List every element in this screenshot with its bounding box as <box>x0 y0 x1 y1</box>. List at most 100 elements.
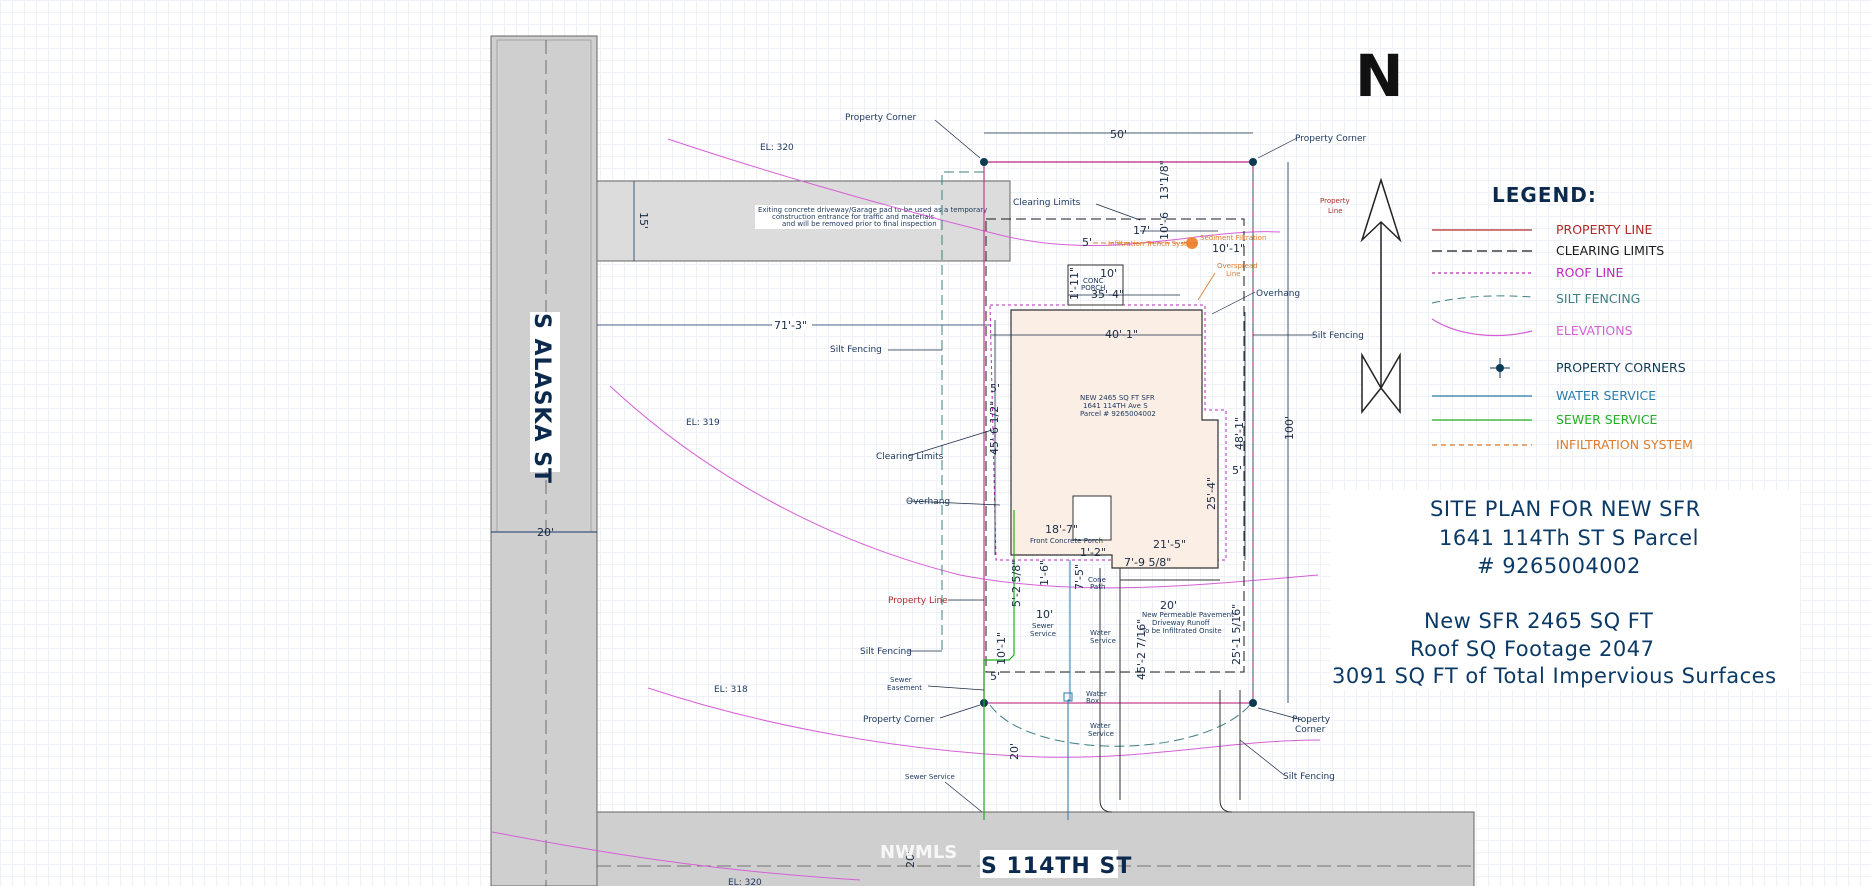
dim-10-top: 10' <box>1100 267 1117 280</box>
label-clearing-limits-left: Clearing Limits <box>876 452 944 462</box>
porch-label: Front Concrete Porch <box>1030 537 1103 545</box>
north-arrow <box>1360 177 1402 415</box>
title-line-1: SITE PLAN FOR NEW SFR <box>1430 497 1701 521</box>
dim-5-right: 5' <box>1232 464 1242 477</box>
water-service-b1: Water <box>1090 722 1111 730</box>
conc-label-2: PORCH <box>1081 284 1105 292</box>
dim-45-6: 45'-6 1/2" <box>988 401 1001 455</box>
elev-318: EL: 318 <box>714 685 748 695</box>
sediment-filtration-marker <box>1186 237 1198 249</box>
dim-5-2: 5'-2 5/8" <box>1010 560 1023 607</box>
legend-title: LEGEND: <box>1492 183 1597 207</box>
water-box-1: Water <box>1086 690 1107 698</box>
house-footprint <box>1010 309 1219 569</box>
dim-20-street: 20' <box>904 851 917 868</box>
pavement-label-1: New Permeable Pavement <box>1142 611 1234 619</box>
title-line-5: Roof SQ Footage 2047 <box>1410 637 1654 661</box>
clearing-limits <box>985 218 1245 673</box>
label-overhang-left: Overhang <box>906 497 950 507</box>
s114-street <box>596 811 1475 886</box>
title-line-4: New SFR 2465 SQ FT <box>1424 609 1653 633</box>
dim-10-1: 10'-1" <box>1212 242 1245 255</box>
alaska-street-label: S ALASKA ST <box>529 313 554 484</box>
sediment-filtration-label: Sediment Filtration <box>1200 234 1266 242</box>
label-silt-fencing-left: Silt Fencing <box>830 345 882 355</box>
dim-5-bottom: 5' <box>990 670 1000 683</box>
sewer-service-1: Sewer <box>1032 622 1054 630</box>
dim-20-bottom: 20' <box>1008 743 1021 760</box>
roof-line <box>989 304 1227 561</box>
title-line-2: 1641 114Th ST S Parcel <box>1439 526 1699 550</box>
alaska-street <box>490 35 598 886</box>
label-property-corner-tl: Property Corner <box>845 113 917 123</box>
sewer-service-2: Service <box>1030 630 1056 638</box>
elev-319: EL: 319 <box>686 418 720 428</box>
dim-50: 50' <box>1110 128 1127 141</box>
dim-48-1: 48'-1" <box>1233 417 1246 450</box>
dim-17: 17' <box>1133 224 1150 237</box>
dim-40-1: 40'-1" <box>1105 328 1138 341</box>
sewer-service-line <box>983 510 1015 820</box>
label-property-corner-br-1: Property <box>1292 715 1331 725</box>
title-line-3: # 9265004002 <box>1477 554 1641 578</box>
dim-71-3: 71'-3" <box>774 319 807 332</box>
label-property-line-right-1: Property <box>1320 197 1350 205</box>
dim-1-6: 1'-6" <box>1038 560 1051 586</box>
dim-5-left: 5' <box>990 382 1000 395</box>
dim-13-18: 13'1/8" <box>1158 160 1171 200</box>
legend-label-clearing-limits: CLEARING LIMITS <box>1556 243 1664 258</box>
label-sewer-easement-1: Sewer <box>890 676 912 684</box>
label-property-corner-br-2: Corner <box>1295 725 1326 735</box>
dim-10-mid: 10' <box>1036 608 1053 621</box>
water-box-2: Box <box>1086 697 1099 705</box>
dim-25-4: 25'-4" <box>1205 477 1218 510</box>
driveway-note-1: Exiting concrete driveway/Garage pad to … <box>758 206 987 214</box>
label-property-line-left: Property Line <box>888 596 948 606</box>
water-service-2: Service <box>1090 637 1116 645</box>
driveway-note-3: and will be removed prior to final inspe… <box>782 220 937 228</box>
legend-symbol-elevations <box>1431 318 1533 337</box>
legend-label-elevations: ELEVATIONS <box>1556 323 1633 338</box>
dim-10-6: 10'-6 <box>1158 212 1171 240</box>
label-silt-fencing-left2: Silt Fencing <box>860 647 912 657</box>
dim-100: 100' <box>1283 416 1296 440</box>
s114-street-label: S 114TH ST <box>981 854 1132 879</box>
legend-label-infiltration-system: INFILTRATION SYSTEM <box>1556 437 1693 452</box>
legend-label-silt-fencing: SILT FENCING <box>1556 291 1640 306</box>
dim-10-1b: 10'-1" <box>995 632 1008 665</box>
dim-15: 15' <box>637 212 650 229</box>
label-silt-fencing-right: Silt Fencing <box>1312 331 1364 341</box>
label-sewer-service-bottom: Sewer Service <box>905 773 955 781</box>
alaska-label-bg <box>530 312 560 472</box>
label-property-line-right-2: Line <box>1328 207 1343 215</box>
legend-label-property-line: PROPERTY LINE <box>1556 222 1653 237</box>
legend-symbol-silt-fencing <box>1431 295 1533 304</box>
water-service-1: Water <box>1090 629 1111 637</box>
overspread-label-2: Line <box>1226 270 1241 278</box>
title-line-6: 3091 SQ FT of Total Impervious Surfaces <box>1332 664 1777 688</box>
cone-label-1: Cone <box>1088 576 1106 584</box>
dim-7-5: 7'-5" <box>1073 564 1086 590</box>
dim-21-5: 21'-5" <box>1153 538 1186 551</box>
dim-1-2: 1'-2" <box>1080 546 1106 559</box>
north-letter: N <box>1355 42 1404 110</box>
label-property-corner-bl: Property Corner <box>863 715 935 725</box>
cone-label-2: Path <box>1090 583 1105 591</box>
dim-7-9: 7'-9 5/8" <box>1124 556 1171 569</box>
driveway-note-2: construction entrance for traffic and ma… <box>772 213 934 221</box>
label-sewer-easement-2: Easement <box>887 684 922 692</box>
elev-320-bottom: EL: 320 <box>728 878 762 886</box>
label-clearing-limits-top: Clearing Limits <box>1013 198 1081 208</box>
legend-symbol-property-corners <box>1490 358 1510 378</box>
water-service-line <box>1067 560 1071 820</box>
legend-label-sewer-service: SEWER SERVICE <box>1556 412 1658 427</box>
dim-20-left: 20' <box>537 526 554 539</box>
pavement-label-2: Driveway Runoff <box>1152 619 1210 627</box>
conc-label-1: CONC <box>1083 277 1104 285</box>
elevation-contours <box>491 138 1321 881</box>
house-label-3: Parcel # 9265004002 <box>1080 410 1156 418</box>
house-label-2: 1641 114TH Ave S <box>1083 402 1148 410</box>
